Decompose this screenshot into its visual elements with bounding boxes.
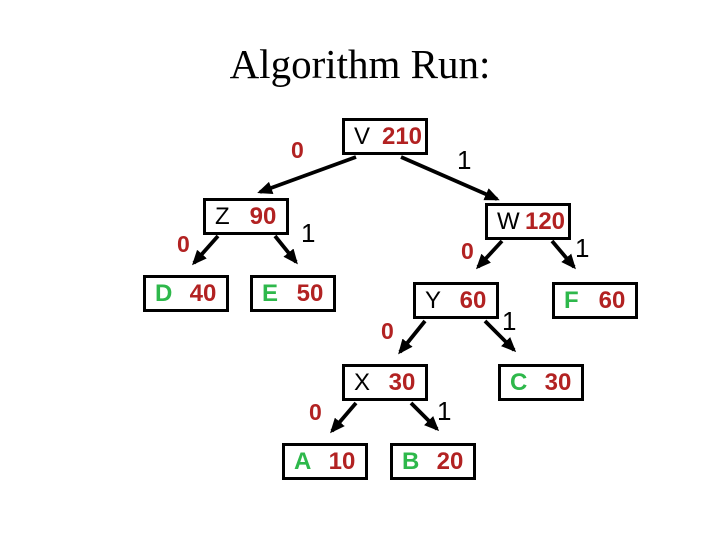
node-value: 10 xyxy=(328,447,356,475)
node-letter: X xyxy=(354,368,371,396)
node-value: 90 xyxy=(249,202,277,230)
node-letter: V xyxy=(354,122,371,150)
edge-label-v-right: 1 xyxy=(457,145,472,175)
node-value: 210 xyxy=(381,122,423,150)
edge-v-w-arrow xyxy=(400,155,500,201)
edge-z-d-arrow xyxy=(192,234,220,266)
tree-node-b: B 20 xyxy=(390,443,476,480)
tree-node-e: E 50 xyxy=(250,275,336,312)
edge-y-x-arrow xyxy=(398,319,427,355)
node-letter: D xyxy=(155,279,173,307)
tree-node-x: X 30 xyxy=(342,364,428,401)
edge-label-z-left: 0 xyxy=(177,231,190,257)
edge-z-e-arrow xyxy=(273,234,298,265)
edge-w-f-arrow xyxy=(550,239,576,270)
edge-label-x-right: 1 xyxy=(437,396,452,426)
node-letter: W xyxy=(497,207,520,235)
node-value: 120 xyxy=(524,207,566,235)
tree-node-z: Z 90 xyxy=(203,198,289,235)
tree-node-a: A 10 xyxy=(282,443,368,480)
tree-node-f: F 60 xyxy=(552,282,638,319)
edge-label-y-right: 1 xyxy=(502,306,517,336)
tree-node-c: C 30 xyxy=(498,364,584,401)
edge-v-z-arrow xyxy=(257,155,357,194)
node-value: 60 xyxy=(598,286,626,314)
edge-w-y-arrow xyxy=(475,239,504,270)
edge-label-x-left: 0 xyxy=(309,399,322,425)
page-title: Algorithm Run: xyxy=(229,41,491,87)
tree-node-v: V 210 xyxy=(342,118,428,155)
tree-node-w: W 120 xyxy=(485,203,571,240)
node-letter: C xyxy=(510,368,528,396)
node-letter: B xyxy=(402,447,420,475)
node-letter: Y xyxy=(425,286,442,314)
edge-label-z-right: 1 xyxy=(301,218,316,248)
node-letter: E xyxy=(262,279,279,307)
node-value: 50 xyxy=(296,279,324,307)
node-letter: A xyxy=(294,447,312,475)
edge-label-w-right: 1 xyxy=(575,233,590,263)
node-value: 30 xyxy=(388,368,416,396)
node-value: 60 xyxy=(459,286,487,314)
tree-node-y: Y 60 xyxy=(413,282,499,319)
edge-x-a-arrow xyxy=(330,401,358,434)
node-value: 40 xyxy=(189,279,217,307)
edge-x-b-arrow xyxy=(409,401,440,432)
tree-node-d: D 40 xyxy=(143,275,229,312)
edge-label-w-left: 0 xyxy=(461,238,474,264)
node-letter: F xyxy=(564,286,579,314)
edge-label-y-left: 0 xyxy=(381,318,394,344)
node-letter: Z xyxy=(215,202,230,230)
node-value: 30 xyxy=(544,368,572,396)
node-value: 20 xyxy=(436,447,464,475)
edge-label-v-left: 0 xyxy=(291,137,304,163)
